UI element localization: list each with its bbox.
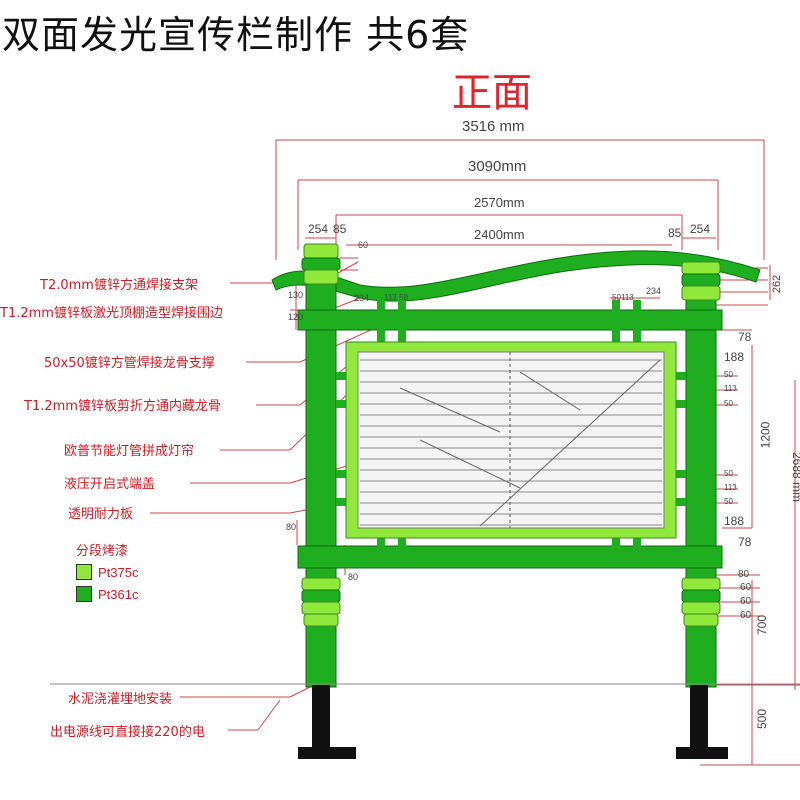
callout-light-curtain: 欧普节能灯管拼成灯帘 [64, 444, 195, 459]
legend-label-dark: Pt361c [98, 586, 139, 602]
bottom-beam [297, 545, 723, 569]
dim-post-width-right: 254 [690, 222, 711, 236]
dim-overall-width: 3516 mm [462, 118, 525, 135]
dim-188-bottom: 188 [724, 514, 745, 528]
legend-label-light: Pt375c [98, 564, 139, 580]
dim-60-right-1: 60 [740, 582, 752, 593]
dim-78-top: 78 [738, 330, 752, 344]
dim-panel-height: 1200 [758, 421, 773, 449]
dim-footing: 500 [755, 708, 770, 730]
callout-power-line: 出电源线可直接接220的电 [50, 725, 205, 740]
dim-60-right-2: 60 [740, 596, 752, 607]
dim-50-r2: 50 [724, 399, 733, 408]
callout-hidden-keel: T1.2mm镀锌板剪折方通内藏龙骨 [24, 399, 221, 414]
dim-50-right: 50 [612, 293, 621, 302]
right-footing-base [676, 747, 728, 759]
dim-leg-height: 700 [755, 614, 770, 636]
dim-120: 120 [288, 312, 304, 322]
dim-panel-width: 2400mm [474, 227, 525, 242]
callout-concrete-footing: 水泥浇灌埋地安装 [68, 692, 173, 707]
page-title: 双面发光宣传栏制作 共6套 [2, 13, 470, 57]
dim-80-right: 80 [738, 569, 750, 580]
dim-50-r4: 50 [724, 497, 733, 506]
top-beam [297, 309, 723, 331]
dim-113-right: 113 [621, 293, 634, 302]
dim-80-bottom: 80 [348, 572, 359, 582]
legend-title: 分段烤漆 [76, 544, 129, 559]
dim-234-right: 234 [646, 286, 662, 296]
left-footing [312, 685, 330, 747]
side-brackets [336, 372, 686, 506]
dim-80-left: 80 [286, 522, 297, 532]
dim-post-width-left: 254 [308, 222, 329, 236]
callout-hydraulic-cap: 液压开启式端盖 [64, 477, 156, 492]
callout-steel-bracket: T2.0mm镀锌方通焊接支架 [40, 278, 198, 293]
callout-keel-support: 50x50镀锌方管焊接龙骨支撑 [44, 356, 215, 371]
left-post [301, 243, 341, 688]
dim-113-left: 113 [384, 293, 397, 302]
dim-234-left: 234 [354, 293, 370, 303]
dim-78-bottom: 78 [738, 535, 752, 549]
dim-offset-right: 85 [668, 226, 682, 240]
swatch-dark [76, 586, 92, 602]
swatch-light [76, 564, 92, 580]
right-post [681, 261, 721, 688]
dim-113-r1: 113 [724, 384, 737, 393]
dim-60-right-3: 60 [740, 610, 752, 621]
dim-frame-width: 3090mm [468, 158, 527, 175]
reflection-marks [399, 359, 661, 527]
legend-item-light: Pt375c [76, 564, 138, 580]
view-subtitle: 正面 [452, 70, 532, 116]
dim-60-top: 60 [358, 240, 369, 250]
dim-50-r1: 50 [724, 370, 733, 379]
dim-total-height: 2688 mm [790, 451, 800, 503]
left-footing-base [298, 747, 356, 759]
dim-50-r3: 50 [724, 469, 733, 478]
dimension-lines [150, 139, 800, 766]
callout-clear-panel: 透明耐力板 [68, 507, 134, 522]
dim-50-left: 50 [399, 293, 408, 302]
dim-130: 130 [288, 290, 304, 300]
lightbox-panel [357, 351, 665, 529]
dim-inner-width: 2570mm [474, 195, 525, 210]
dim-offset-left: 85 [333, 222, 347, 236]
right-footing [690, 685, 708, 747]
legend-item-dark: Pt361c [76, 586, 138, 602]
dim-188-top: 188 [724, 350, 745, 364]
dim-262: 262 [771, 274, 784, 294]
dim-113-r2: 113 [724, 483, 737, 492]
callout-roof-edging: T1.2mm镀锌板激光顶棚造型焊接围边 [0, 306, 223, 321]
